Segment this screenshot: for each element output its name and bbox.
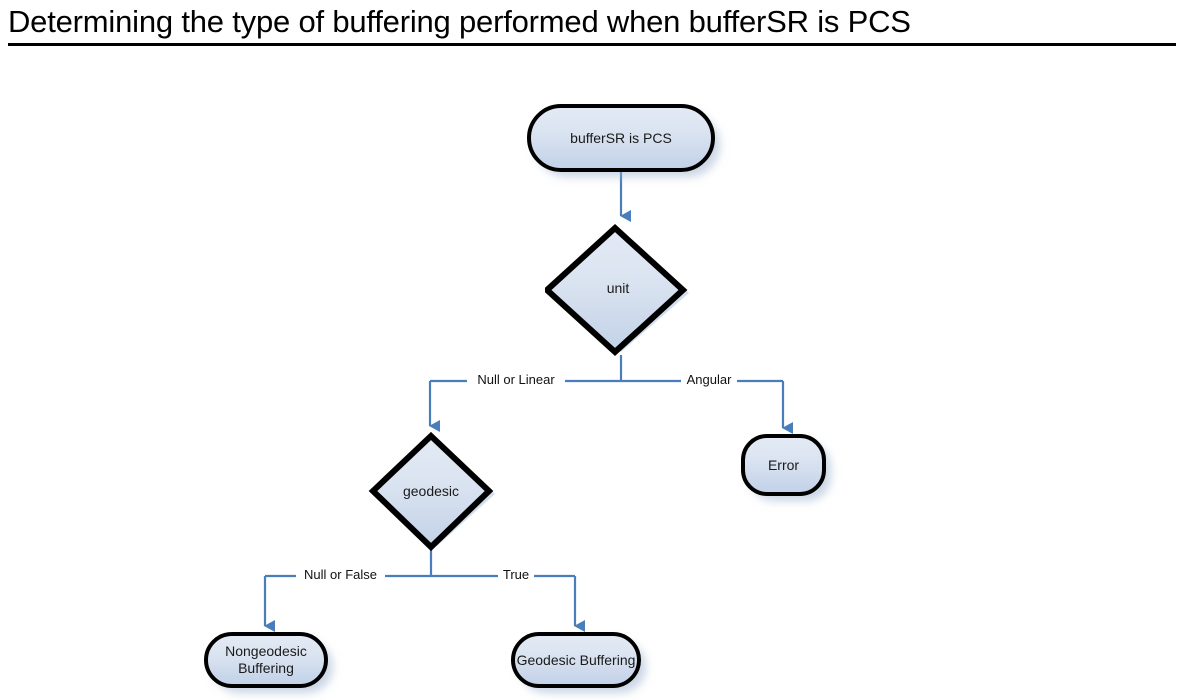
node-geodesic-buffering-label: Geodesic Buffering xyxy=(516,651,636,668)
node-nongeodesic-buffering[interactable]: Nongeodesic Buffering xyxy=(204,632,328,688)
node-unit-label: unit xyxy=(606,279,630,296)
edge-label-true: True xyxy=(502,567,530,582)
node-error-label: Error xyxy=(767,456,800,473)
node-decision-geodesic[interactable]: geodesic xyxy=(362,432,502,552)
edge-label-null-or-false: Null or False xyxy=(304,567,377,582)
page-title: Determining the type of buffering perfor… xyxy=(8,2,1176,46)
node-nongeodesic-label-line1: Nongeodesic xyxy=(225,643,307,660)
diamond-shape-geodesic xyxy=(368,432,495,552)
edge-label-angular: Angular xyxy=(686,372,732,387)
edge-label-null-or-linear: Null or Linear xyxy=(477,372,555,387)
node-nongeodesic-label-wrap: Nongeodesic Buffering xyxy=(225,643,307,676)
node-start-buffersr-is-pcs[interactable]: bufferSR is PCS xyxy=(527,104,715,172)
node-geodesic-buffering[interactable]: Geodesic Buffering xyxy=(511,632,641,688)
node-nongeodesic-label-line2: Buffering xyxy=(238,660,294,676)
node-decision-unit[interactable]: unit xyxy=(545,223,697,357)
node-error[interactable]: Error xyxy=(741,434,826,496)
diamond-shape-unit xyxy=(545,223,689,357)
node-start-label: bufferSR is PCS xyxy=(570,129,672,146)
node-geodesic-label: geodesic xyxy=(402,482,460,499)
